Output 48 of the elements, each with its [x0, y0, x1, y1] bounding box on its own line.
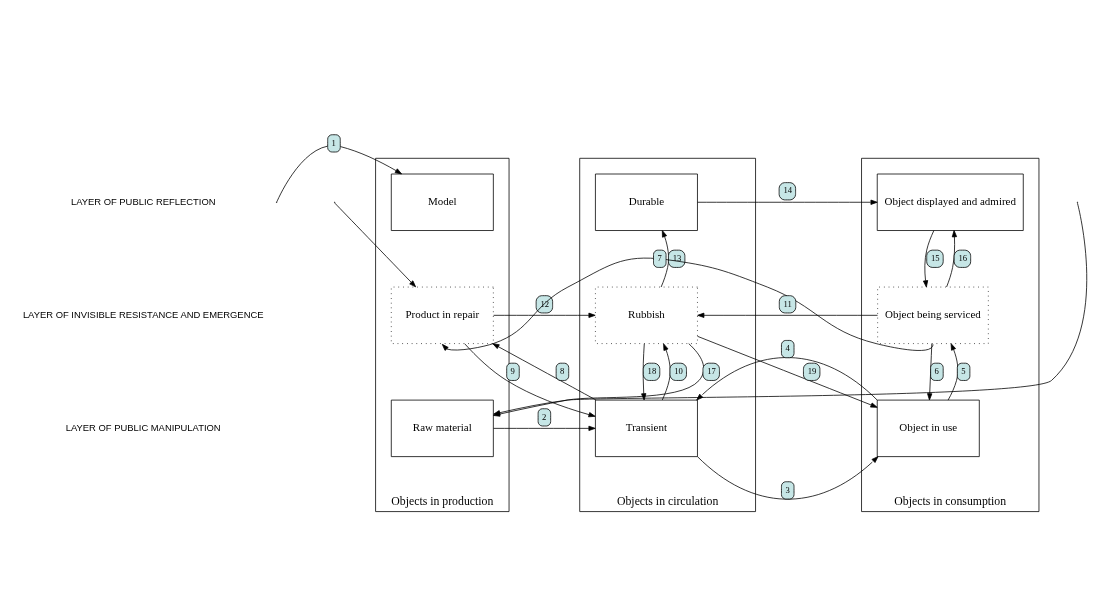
arrow: [927, 342, 933, 400]
arrow: [493, 425, 596, 431]
edge-label: 10: [674, 365, 683, 376]
node-box: Transient: [595, 399, 698, 457]
arrow: [493, 312, 596, 318]
node-box: Model: [390, 173, 494, 231]
arrow: [696, 356, 878, 400]
node-box: Object in use: [876, 399, 980, 457]
node-box: Product in repair: [390, 286, 494, 344]
arrow: [492, 342, 597, 400]
edge-label: 17: [707, 365, 716, 376]
arrow: [697, 199, 878, 205]
edge-label: 15: [931, 252, 940, 263]
arrow: [922, 229, 935, 287]
node-box: Rubbish: [595, 286, 698, 344]
arrow: [697, 335, 878, 408]
arrow: [947, 342, 959, 400]
edge-label: 12: [540, 298, 550, 309]
edge-label: 2: [542, 411, 547, 422]
edge-label: 14: [783, 184, 793, 195]
edge-label: 6: [934, 365, 939, 376]
edge-label: 16: [958, 252, 968, 263]
edge-label: 9: [510, 365, 515, 376]
arrow: [660, 229, 669, 287]
edge-label: 18: [647, 365, 657, 376]
node-box: Durable: [595, 173, 698, 231]
edge-label: 8: [560, 365, 565, 376]
arrow: [946, 229, 958, 287]
edge-label: 1: [331, 137, 336, 148]
arrow: [697, 312, 878, 318]
node-box: Object displayed and admired: [876, 173, 1024, 231]
arrow: [441, 257, 934, 351]
arrow: [661, 343, 671, 400]
arrow: [334, 202, 417, 287]
node-box: Object being serviced: [877, 286, 989, 344]
edge-label: 4: [785, 342, 790, 353]
label: LAYER OF PUBLIC MANIPULATION: [65, 421, 221, 433]
edge-label: 3: [785, 484, 790, 495]
edge-label: 19: [807, 365, 817, 376]
label: LAYER OF INVISIBLE RESISTANCE AND EMERGENCE: [22, 308, 264, 320]
arrow: [641, 342, 647, 400]
edge-label: 11: [783, 298, 792, 309]
arrow: [276, 144, 402, 202]
label: LAYER OF PUBLIC REFLECTION: [70, 195, 216, 207]
edge-label: 7: [657, 252, 662, 263]
node-box: Raw material: [390, 399, 494, 457]
edge-label: 13: [672, 252, 682, 263]
edge-label: 5: [961, 365, 966, 376]
